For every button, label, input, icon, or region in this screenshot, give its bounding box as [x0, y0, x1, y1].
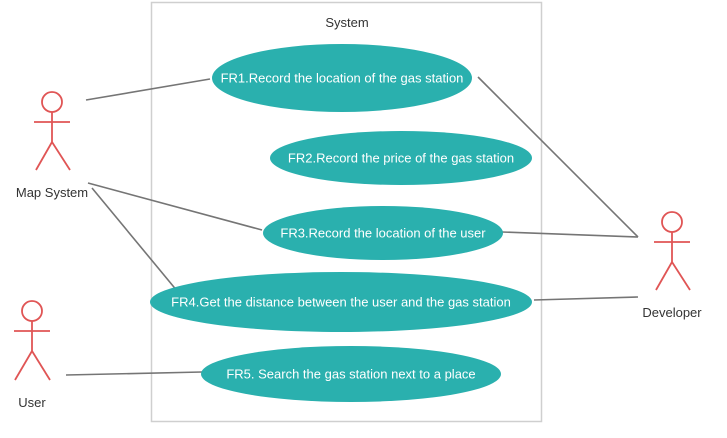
actor-developer-right-leg: [671, 261, 691, 291]
association-map-system-fr3[interactable]: [87, 182, 263, 231]
use-case-fr3-shape[interactable]: [263, 206, 503, 260]
actor-developer-head-icon: [661, 211, 683, 233]
actor-map-system-label: Map System: [16, 185, 88, 200]
use-case-fr5-label: FR5. Search the gas station next to a pl…: [226, 367, 475, 382]
use-case-fr1-label: FR1.Record the location of the gas stati…: [221, 71, 464, 86]
actor-user-label: User: [18, 395, 46, 410]
actor-developer-left-leg: [655, 261, 673, 291]
association-developer-fr3[interactable]: [501, 231, 639, 238]
actor-user-right-leg: [31, 350, 51, 381]
associations: [65, 76, 639, 376]
use-case-fr4-shape[interactable]: [150, 272, 532, 332]
association-map-system-fr1[interactable]: [85, 78, 211, 101]
use-case-fr2-shape[interactable]: [270, 131, 532, 185]
use-case-fr5-shape[interactable]: [201, 346, 501, 402]
association-map-system-fr4[interactable]: [91, 187, 179, 293]
association-user-fr5[interactable]: [65, 371, 203, 376]
actor-user-left-leg: [14, 350, 33, 381]
actor-user[interactable]: [14, 300, 51, 381]
system-boundary-label: System: [325, 15, 368, 30]
use-case-fr3-label: FR3.Record the location of the user: [280, 226, 486, 241]
use-case-fr2[interactable]: FR2.Record the price of the gas station: [270, 131, 532, 185]
actor-map-system[interactable]: [34, 91, 71, 171]
use-case-fr1[interactable]: FR1.Record the location of the gas stati…: [212, 44, 472, 112]
actor-map-system-head-icon: [41, 91, 63, 113]
association-developer-fr1[interactable]: [477, 76, 639, 238]
actor-map-system-right-leg: [51, 141, 71, 171]
use-case-fr3[interactable]: FR3.Record the location of the user: [263, 206, 503, 260]
use-case-fr2-label: FR2.Record the price of the gas station: [288, 151, 514, 166]
actor-user-head-icon: [21, 300, 43, 322]
actor-developer[interactable]: [654, 211, 691, 291]
association-developer-fr4[interactable]: [533, 296, 639, 301]
use-case-fr4[interactable]: FR4.Get the distance between the user an…: [150, 272, 532, 332]
actor-map-system-left-leg: [35, 141, 53, 171]
use-case-fr5[interactable]: FR5. Search the gas station next to a pl…: [201, 346, 501, 402]
actor-developer-label: Developer: [642, 305, 702, 320]
use-case-fr4-label: FR4.Get the distance between the user an…: [171, 295, 511, 310]
use-case-fr1-shape[interactable]: [212, 44, 472, 112]
